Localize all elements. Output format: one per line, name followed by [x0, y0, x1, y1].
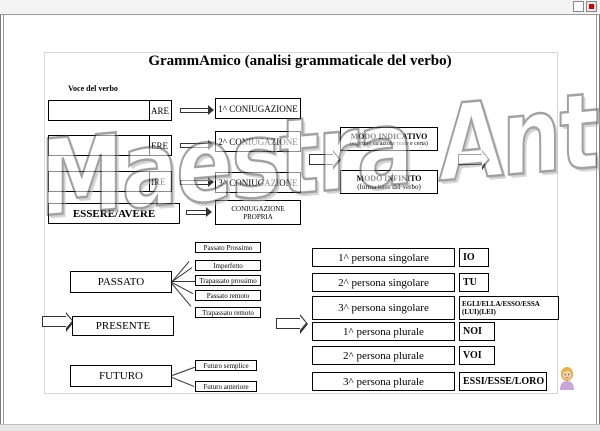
pronome-label: ESSI/ESSE/LORO	[459, 372, 547, 391]
ending-are: ARE	[151, 105, 169, 116]
arrow-to-modo	[309, 150, 341, 170]
presente-box: PRESENTE	[72, 316, 174, 336]
verbo-ire-box[interactable]: IRE	[48, 171, 172, 192]
futuro-box: FUTURO	[70, 365, 172, 387]
modo-indicativo-box: MODO INDICATIVO (esprime un'azione reale…	[340, 127, 438, 151]
verbo-input-slot[interactable]	[49, 101, 150, 120]
passato-remoto-box: Passato remoto	[195, 290, 261, 301]
pronome-label: IO	[459, 248, 489, 267]
persona-label: 3^ persona singolare	[312, 296, 455, 320]
page-title: GrammAmico (analisi grammaticale del ver…	[148, 53, 452, 69]
window-titlebar	[0, 0, 600, 15]
persona-label: 2^ persona plurale	[312, 346, 455, 365]
right-border	[596, 14, 597, 425]
coniugazione-2-box: 2^ CONIUGAZIONE	[215, 131, 301, 152]
ending-ere: ERE	[151, 140, 168, 151]
verbo-are-box[interactable]: ARE	[48, 100, 172, 121]
coniugazione-propria-box: CONIUGAZIONE PROPRIA	[215, 200, 301, 225]
pronome-label: TU	[459, 273, 489, 292]
essere-avere-box: ESSERE/AVERE	[48, 203, 180, 224]
modo-infinito-title: MODO INFINITO	[356, 173, 422, 183]
close-button[interactable]	[586, 1, 597, 12]
futuro-semplice-box: Futuro semplice	[195, 360, 257, 371]
arrow-ere	[180, 140, 214, 150]
trapassato-remoto-box: Trapassato remoto	[195, 307, 261, 318]
verbo-input-slot[interactable]	[49, 172, 150, 191]
arrow-from-modo	[458, 150, 490, 170]
modo-indicativo-subtitle: (esprime un'azione reale e certa)	[350, 140, 428, 147]
coniugazione-1-box: 1^ CONIUGAZIONE	[215, 98, 301, 119]
modo-infinito-box: MODO INFINITO (forma base del verbo)	[340, 170, 438, 194]
window-bottom-bar	[0, 424, 600, 431]
verbo-input-slot[interactable]	[49, 136, 150, 155]
arrow-are	[180, 105, 214, 115]
ending-ire: IRE	[151, 176, 166, 187]
coniugazione-3-box: 3^ CONIUGAZIONE	[215, 172, 301, 193]
trapassato-prossimo-box: Trapassato prossimo	[195, 275, 261, 286]
persona-label: 3^ persona plurale	[312, 372, 455, 391]
pronome-label: VOI	[459, 346, 495, 365]
arrow-to-persone	[276, 314, 308, 334]
left-border	[3, 14, 4, 425]
pronome-label: NOI	[459, 322, 495, 341]
maximize-button[interactable]	[573, 1, 584, 12]
persona-label: 2^ persona singolare	[312, 273, 455, 292]
persona-label: 1^ persona singolare	[312, 248, 455, 267]
imperfetto-box: Imperfetto	[195, 260, 261, 271]
persona-label: 1^ persona plurale	[312, 322, 455, 341]
arrow-to-presente	[42, 312, 74, 332]
futuro-anteriore-box: Futuro anteriore	[195, 381, 257, 392]
arrow-ire	[180, 177, 214, 187]
document-sheet	[44, 52, 558, 394]
verbo-ere-box[interactable]: ERE	[48, 135, 172, 156]
arrow-essere-avere	[186, 207, 212, 217]
passato-prossimo-box: Passato Prossimo	[195, 242, 261, 253]
modo-indicativo-title: MODO INDICATIVO	[350, 131, 428, 141]
connector	[172, 281, 195, 282]
teacher-avatar-icon	[560, 367, 574, 390]
modo-infinito-subtitle: (forma base del verbo)	[357, 182, 421, 191]
voce-label: Voce del verbo	[68, 84, 118, 93]
pronome-label: EGLI/ELLA/ESSO/ESSA (LUI)(LEI)	[459, 296, 559, 320]
passato-box: PASSATO	[70, 271, 172, 293]
